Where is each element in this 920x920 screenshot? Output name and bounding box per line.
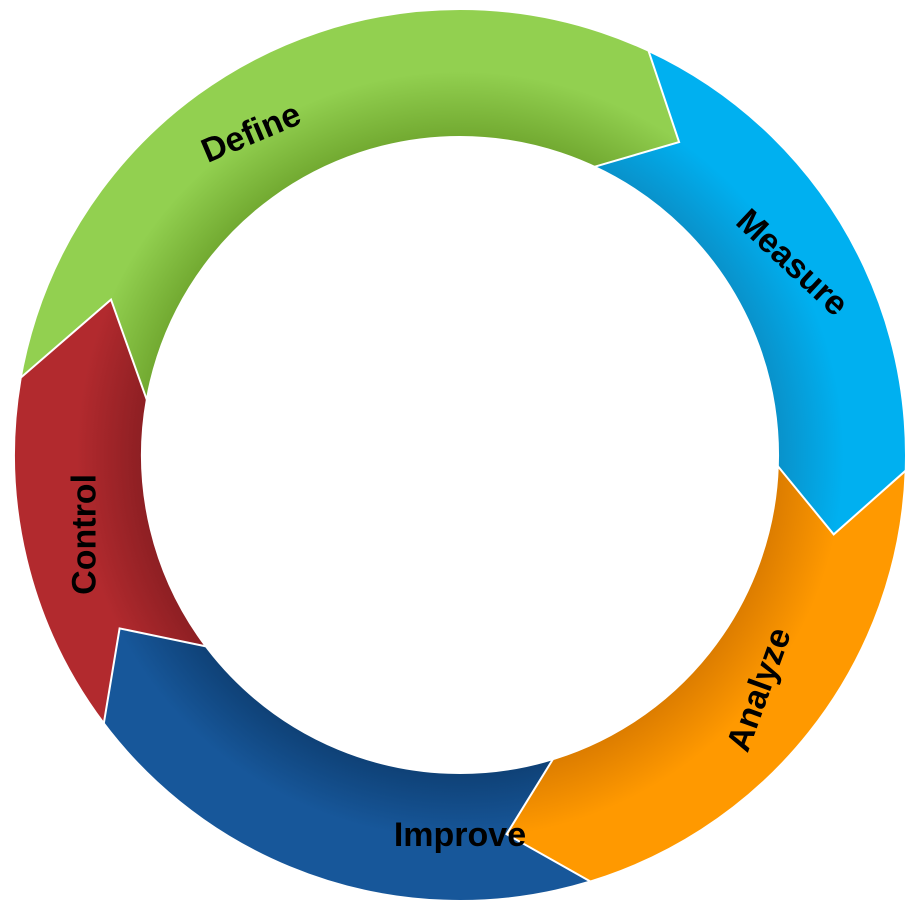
control-arrow xyxy=(13,297,209,726)
control-label: Control xyxy=(65,474,103,595)
improve-label: Improve xyxy=(394,816,526,854)
analyze-arrow xyxy=(464,463,907,887)
